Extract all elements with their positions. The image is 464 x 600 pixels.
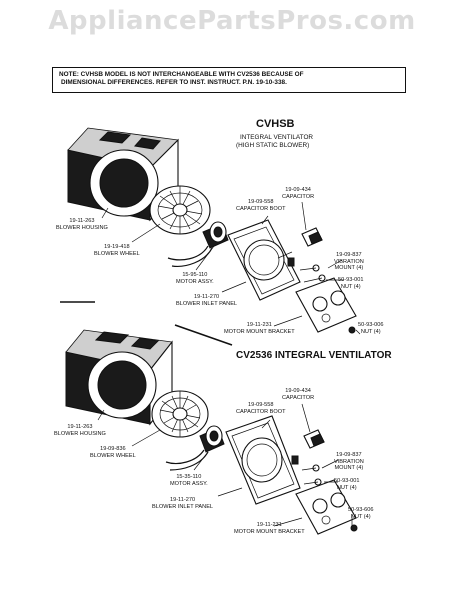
cv2536-title: CV2536 INTEGRAL VENTILATOR [236, 350, 392, 361]
cvhsb-motor-assy [167, 221, 229, 267]
cv2536-blower-wheel [151, 390, 209, 438]
cvhsb-vibration-mounts [299, 264, 326, 283]
cv2536-motor-assy [165, 425, 225, 471]
note-line-1: NOTE: CVHSB MODEL IS NOT INTERCHANGEABLE… [59, 71, 304, 78]
cvhsb-title: CVHSB [256, 118, 295, 130]
watermark: AppliancePartsPros.com [48, 6, 416, 36]
section-divider [60, 301, 233, 346]
note-line-2: DIMENSIONAL DIFFERENCES. REFER TO INST. … [61, 79, 287, 86]
cvhsb-blower-inlet-panel [227, 219, 301, 301]
cvhsb-subtitle-1: INTEGRAL VENTILATOR [240, 134, 314, 141]
cv2536-motor-mount-bracket [295, 479, 358, 535]
cv2536-capacitor-boot [291, 455, 299, 465]
cv2536-capacitor [303, 429, 325, 449]
cvhsb-capacitor [301, 227, 323, 247]
cv2536-vibration-mounts [301, 464, 322, 486]
cvhsb-subtitle-2: (HIGH STATIC BLOWER) [236, 142, 310, 149]
cvhsb-motor-mount-bracket [295, 277, 357, 334]
cvhsb-capacitor-boot [277, 251, 295, 267]
cv2536-blower-housing [65, 329, 173, 426]
cv2536-blower-inlet-panel [225, 415, 301, 505]
note-box: NOTE: CVHSB MODEL IS NOT INTERCHANGEABLE… [52, 67, 406, 93]
cvhsb-blower-wheel [149, 185, 211, 235]
